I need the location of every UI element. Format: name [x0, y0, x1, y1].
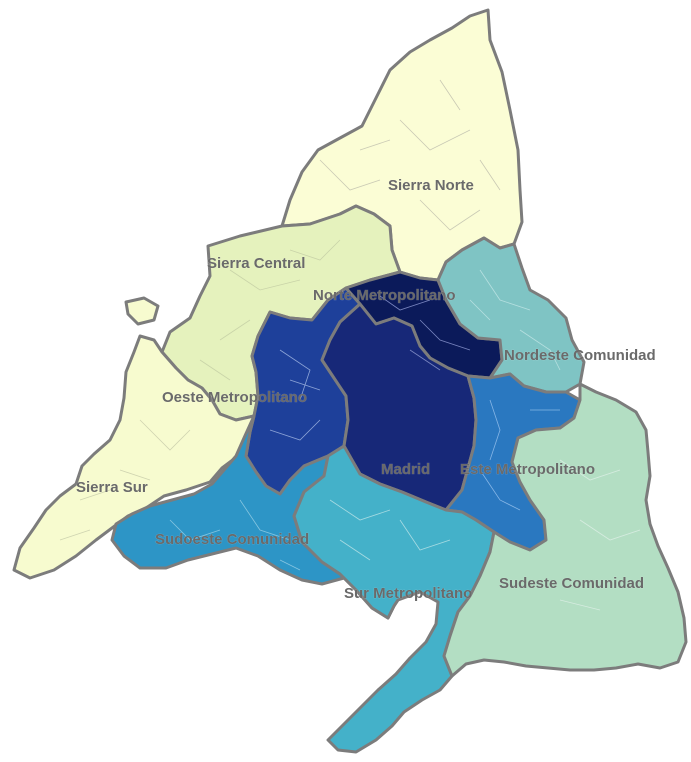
- label-sudoeste-comunidad: Sudoeste Comunidad: [155, 531, 309, 548]
- label-sierra-sur: Sierra Sur: [76, 479, 148, 496]
- region-sudeste-comunidad[interactable]: [442, 382, 688, 678]
- region-sierra-sur-islet: [124, 296, 160, 326]
- region-nordeste-comunidad[interactable]: [436, 236, 586, 394]
- label-sudeste-comunidad: Sudeste Comunidad: [499, 575, 644, 592]
- label-este-metropolitano: Este Metropolitano: [460, 461, 595, 478]
- region-sierra-sur[interactable]: [12, 334, 256, 580]
- label-sierra-central: Sierra Central: [207, 255, 305, 272]
- label-sierra-norte: Sierra Norte: [388, 177, 474, 194]
- label-oeste-metropolitano: Oeste Metropolitano: [162, 389, 307, 406]
- region-sur-metropolitano[interactable]: [292, 444, 496, 754]
- municipality-boundaries: [59, 79, 641, 611]
- label-sur-metropolitano: Sur Metropolitano: [344, 585, 472, 602]
- label-norte-metropolitano: Norte Metropolitano: [313, 287, 456, 304]
- label-nordeste-comunidad: Nordeste Comunidad: [504, 347, 656, 364]
- label-madrid: Madrid: [381, 461, 430, 478]
